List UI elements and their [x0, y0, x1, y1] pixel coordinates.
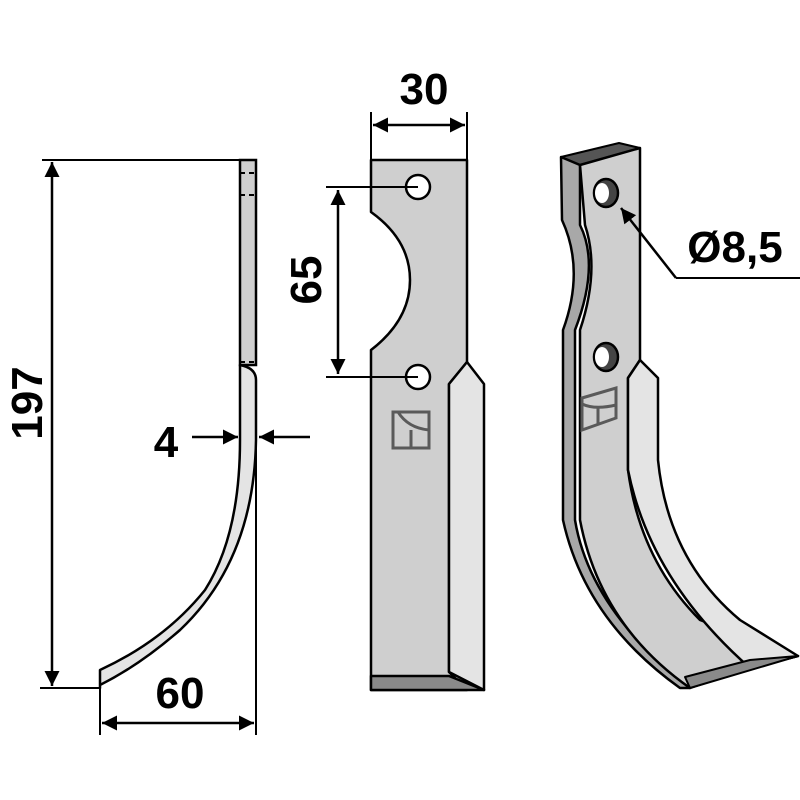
front-view: 30 65 [282, 65, 486, 692]
perspective-view: Ø8,5 [559, 142, 800, 690]
perspective-lower-hole [592, 341, 620, 373]
hole-spacing-dimension: 65 [282, 186, 418, 378]
perspective-logo [580, 385, 618, 433]
height-dimension: 197 [3, 159, 245, 689]
thickness-label: 4 [154, 418, 179, 467]
hole-diameter-callout: Ø8,5 [620, 207, 800, 279]
hole-spacing-label: 65 [282, 256, 331, 305]
bottom-width-dimension: 60 [102, 669, 254, 731]
hole-diameter-label: Ø8,5 [687, 223, 782, 272]
perspective-bottom-edge [684, 655, 799, 689]
perspective-upper-hole [592, 177, 620, 209]
blade-side-profile [98, 158, 258, 735]
front-blade-bottom-edge [369, 674, 486, 692]
manufacturer-logo [391, 410, 431, 450]
bottom-width-label: 60 [156, 669, 205, 718]
top-width-dimension: 30 [370, 65, 468, 160]
top-width-label: 30 [400, 65, 449, 114]
side-view: 197 4 60 [3, 158, 310, 735]
thickness-dimension: 4 [154, 418, 310, 467]
height-label: 197 [3, 366, 52, 439]
front-blade-bevel [447, 360, 486, 692]
perspective-main-face [578, 146, 800, 690]
